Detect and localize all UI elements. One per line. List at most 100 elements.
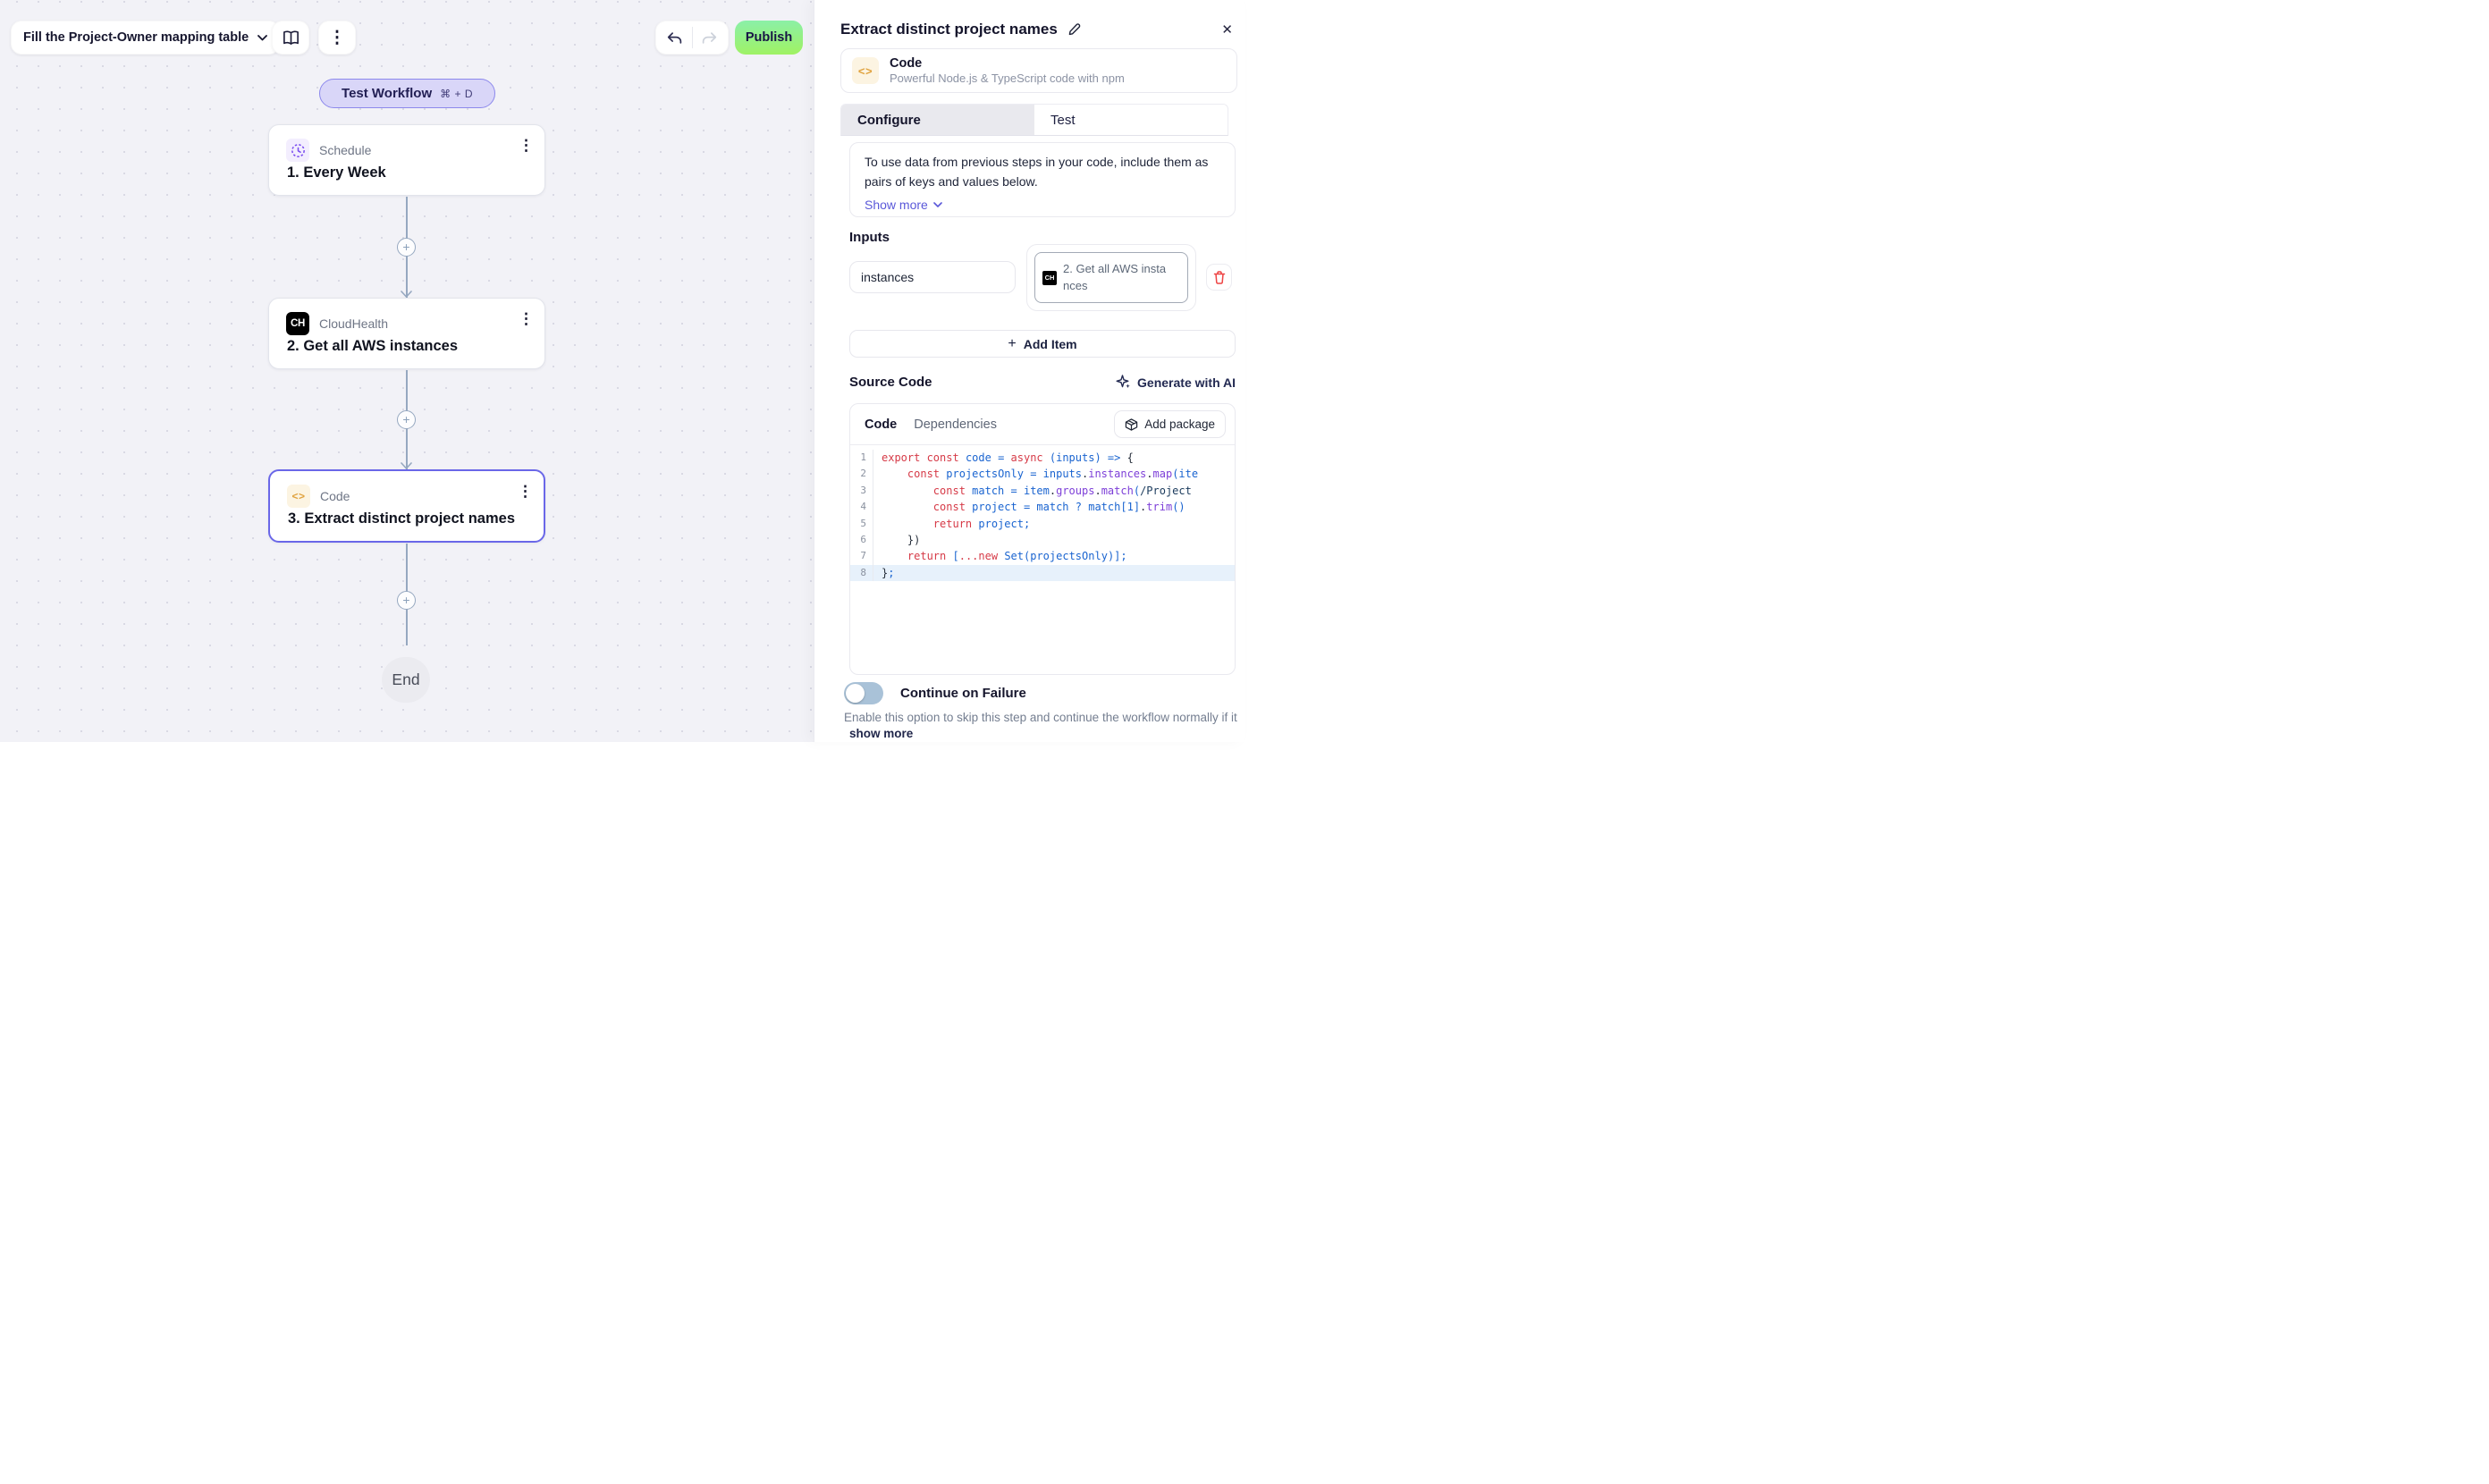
history-controls [655, 21, 729, 55]
arrow-down-icon [401, 462, 412, 469]
test-workflow-button[interactable]: Test Workflow ⌘ + D [319, 79, 495, 108]
line-number: 8 [850, 564, 873, 582]
step-title: Extract distinct project names [840, 21, 1058, 38]
node-title: 2. Get all AWS instances [287, 338, 459, 354]
show-more-link[interactable]: Show more [865, 198, 1220, 212]
node-title: 3. Extract distinct project names [288, 510, 516, 527]
code-lines[interactable]: 1 export const code = async (inputs) => {… [850, 445, 1235, 582]
chevron-down-icon [933, 202, 942, 208]
code-line[interactable]: 7 return [...new Set(projectsOnly)]; [850, 548, 1235, 565]
code-line-content: export const code = async (inputs) => { [882, 451, 1134, 464]
tab-test[interactable]: Test [1034, 105, 1228, 135]
workflow-builder-app: Fill the Project-Owner mapping table ⋮ P… [0, 0, 1244, 742]
app-card-name: Code [890, 55, 923, 71]
docs-button[interactable] [272, 21, 309, 55]
node-menu-button[interactable]: ⋮ [519, 137, 534, 154]
close-panel-button[interactable]: ✕ [1221, 22, 1233, 38]
code-editor-header: Code Dependencies Add package [850, 404, 1235, 445]
add-item-label: Add Item [1023, 336, 1077, 351]
code-line[interactable]: 5 return project; [850, 515, 1235, 532]
app-card-text: Code Powerful Node.js & TypeScript code … [890, 55, 1125, 86]
line-number: 6 [850, 531, 873, 549]
continue-on-failure-label: Continue on Failure [900, 686, 1026, 701]
undo-icon [668, 31, 682, 44]
code-editor: Code Dependencies Add package 1 export co… [849, 403, 1236, 675]
continue-on-failure-description: Enable this option to skip this step and… [844, 711, 1239, 724]
node-menu-button[interactable]: ⋮ [519, 310, 534, 327]
redo-button[interactable] [692, 21, 728, 54]
code-line-content: const projectsOnly = inputs.instances.ma… [907, 468, 1199, 481]
source-code-row: Source Code Generate with AI [849, 375, 1236, 390]
arrow-down-icon [401, 291, 412, 298]
inputs-label: Inputs [849, 230, 890, 245]
sparkle-icon [1116, 375, 1130, 389]
panel-header: Extract distinct project names ✕ [840, 17, 1233, 42]
add-package-label: Add package [1144, 417, 1215, 431]
edit-title-button[interactable] [1067, 22, 1082, 37]
chevron-down-icon [257, 34, 268, 41]
delete-input-button[interactable] [1206, 264, 1232, 291]
workflow-selector-dropdown[interactable]: Fill the Project-Owner mapping table [11, 21, 281, 55]
node-menu-button[interactable]: ⋮ [518, 483, 533, 500]
node-app-label: CloudHealth [319, 316, 389, 331]
node-title: 1. Every Week [287, 164, 386, 181]
redo-icon [702, 31, 716, 44]
generate-with-ai-label: Generate with AI [1137, 375, 1236, 390]
workflow-canvas[interactable]: Fill the Project-Owner mapping table ⋮ P… [0, 0, 814, 742]
plus-icon: + [1008, 335, 1017, 351]
code-line[interactable]: 4 const project = match ? match[1].trim(… [850, 499, 1235, 516]
code-line[interactable]: 1 export const code = async (inputs) => { [850, 450, 1235, 467]
input-key-field[interactable] [849, 261, 1016, 293]
source-code-label: Source Code [849, 375, 932, 390]
add-item-button[interactable]: + Add Item [849, 330, 1236, 358]
panel-tabs: Configure Test [840, 104, 1228, 136]
divider [691, 27, 693, 48]
code-line-content: return [...new Set(projectsOnly)]; [907, 550, 1127, 563]
show-more-label: Show more [865, 198, 928, 213]
editor-tab-code[interactable]: Code [865, 417, 898, 432]
schedule-clock-icon [286, 139, 309, 162]
code-icon: <> [287, 485, 310, 508]
app-card[interactable]: <> Code Powerful Node.js & TypeScript co… [840, 48, 1237, 93]
line-number: 3 [850, 482, 873, 500]
tab-configure[interactable]: Configure [841, 105, 1034, 135]
publish-button[interactable]: Publish [735, 21, 803, 55]
workflow-selector-label: Fill the Project-Owner mapping table [23, 30, 249, 45]
line-number: 2 [850, 466, 873, 483]
step-reference-tag[interactable]: CH 2. Get all AWS instances [1034, 252, 1188, 303]
code-line-content: }) [907, 533, 921, 546]
info-box: To use data from previous steps in your … [849, 142, 1236, 217]
node-cloudhealth[interactable]: CH CloudHealth ⋮ 2. Get all AWS instance… [268, 298, 545, 369]
continue-on-failure-row: Continue on Failure [844, 682, 1026, 704]
end-label: End [392, 670, 420, 688]
add-package-button[interactable]: Add package [1114, 410, 1226, 438]
node-code[interactable]: <> Code ⋮ 3. Extract distinct project na… [268, 469, 545, 543]
package-icon [1125, 417, 1138, 431]
node-app-label: Code [320, 489, 350, 503]
editor-tab-dependencies[interactable]: Dependencies [914, 417, 997, 432]
end-node: End [382, 657, 430, 703]
show-more-toggle-link[interactable]: show more [849, 727, 914, 740]
workflow-menu-button[interactable]: ⋮ [318, 21, 356, 55]
code-line[interactable]: 6 }) [850, 531, 1235, 549]
generate-with-ai-button[interactable]: Generate with AI [1116, 375, 1236, 390]
pencil-icon [1068, 23, 1081, 36]
add-step-button[interactable]: + [397, 591, 416, 610]
line-number: 5 [850, 515, 873, 532]
node-schedule[interactable]: Schedule ⋮ 1. Every Week [268, 124, 545, 196]
code-line[interactable]: 8}; [850, 564, 1235, 582]
node-app-label: Schedule [319, 143, 372, 157]
add-step-button[interactable]: + [397, 410, 416, 429]
input-value-field[interactable]: CH 2. Get all AWS instances [1026, 244, 1196, 311]
test-workflow-label: Test Workflow [342, 86, 433, 101]
line-number: 1 [850, 450, 873, 467]
step-config-panel: Extract distinct project names ✕ <> Code… [814, 0, 1244, 742]
add-step-button[interactable]: + [397, 238, 416, 257]
code-line[interactable]: 3 const match = item.groups.match(/Proje… [850, 482, 1235, 500]
line-number: 4 [850, 499, 873, 516]
continue-on-failure-toggle[interactable] [844, 682, 883, 704]
code-line[interactable]: 2 const projectsOnly = inputs.instances.… [850, 466, 1235, 483]
undo-button[interactable] [656, 21, 692, 54]
cloudhealth-icon: CH [286, 312, 309, 335]
step-reference-label: 2. Get all AWS instances [1063, 261, 1167, 292]
